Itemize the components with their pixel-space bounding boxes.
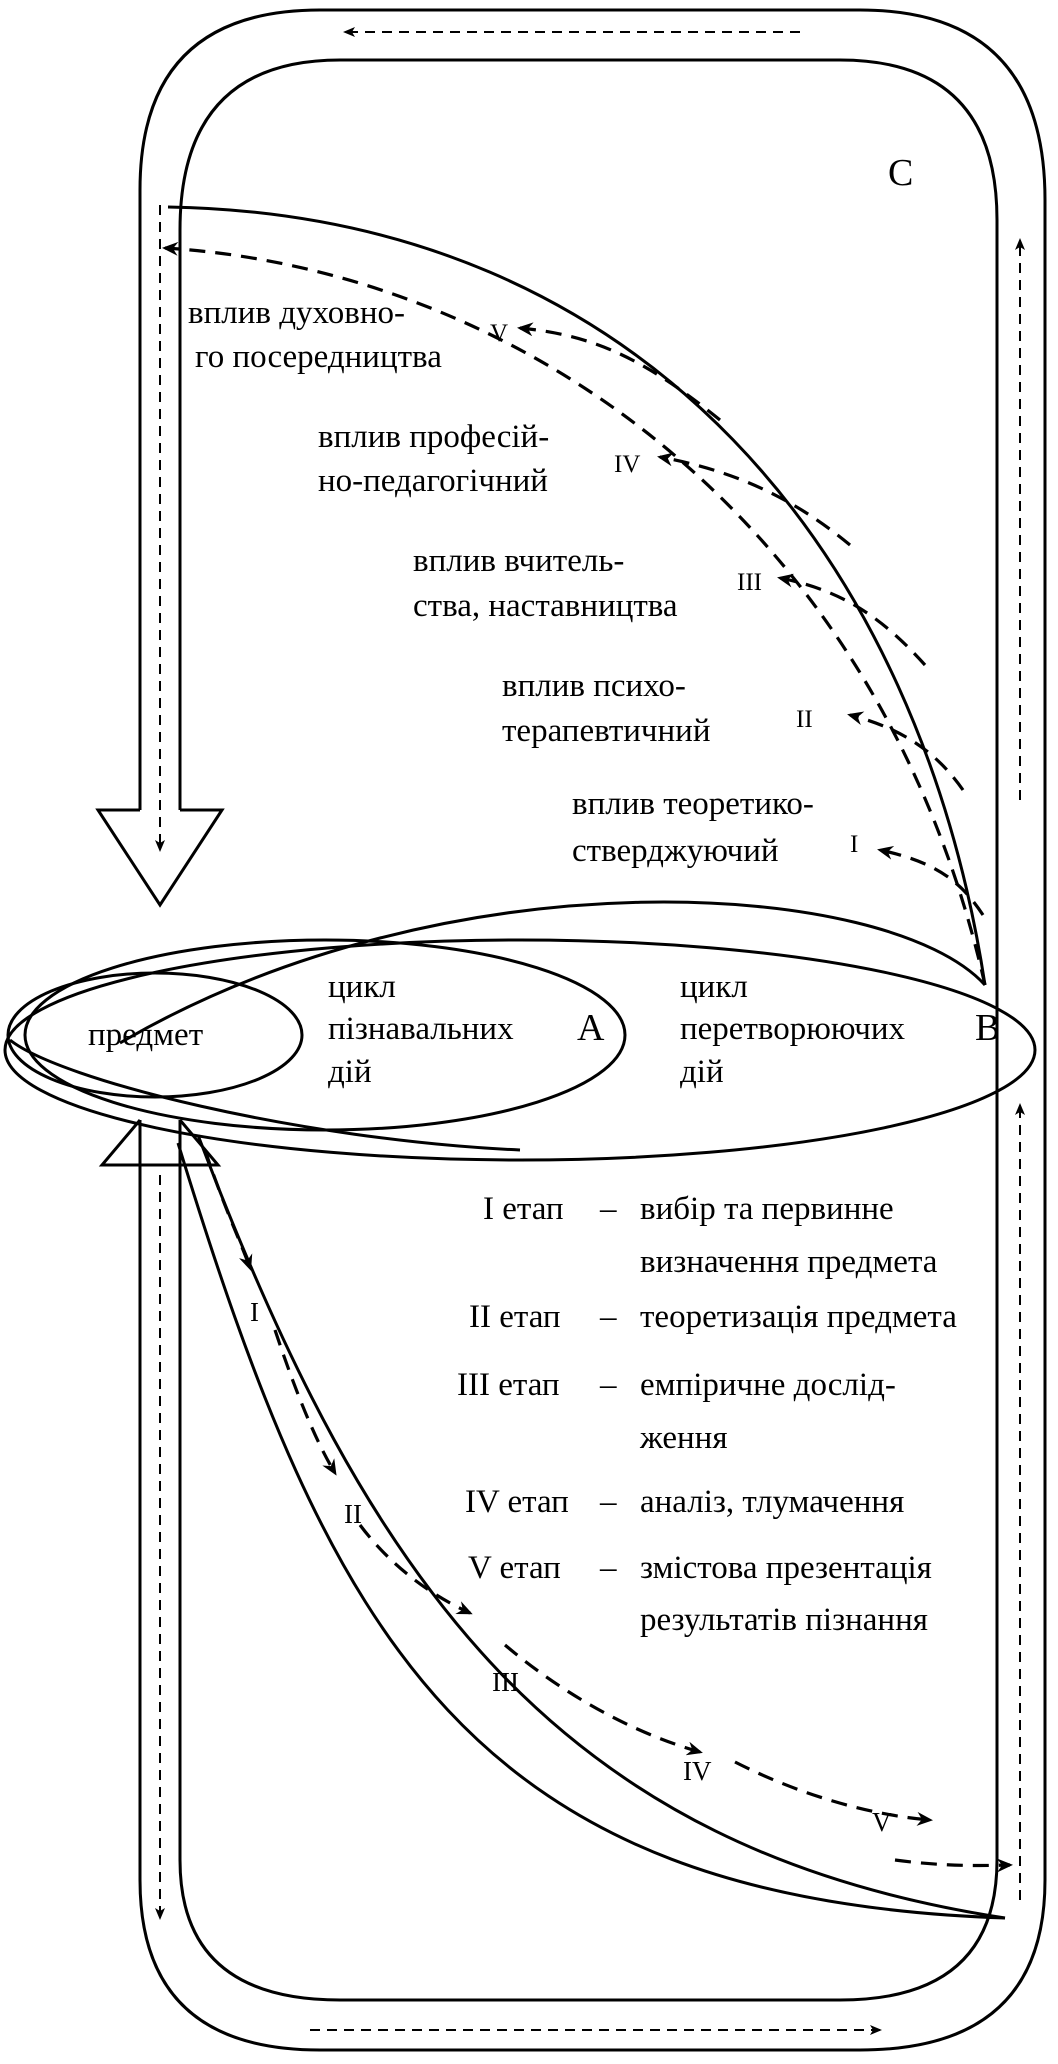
- lower-numeral-iii: III: [492, 1667, 519, 1697]
- influence-iii-numeral: III: [737, 569, 762, 596]
- stage-iii-line-1: емпіричне дослід-: [640, 1367, 896, 1403]
- upper-cone-top: [167, 205, 987, 986]
- stage-ii-name: II етап: [469, 1299, 561, 1335]
- stage-ii-line-1: теоретизація предмета: [640, 1299, 957, 1335]
- cognitive-cycle-line-1: цикл: [328, 969, 396, 1005]
- stage-arrow-ii: [273, 1329, 337, 1476]
- influence-iv-line-1: вплив професій-: [318, 419, 550, 455]
- outer-ellipse-lobe: [9, 1038, 521, 1152]
- lower-numeral-v: V: [872, 1807, 892, 1837]
- influence-iii-line-1: вплив вчитель-: [413, 543, 625, 579]
- influence-i-line-1: вплив теоретико-: [572, 786, 814, 822]
- transform-cycle-line-2: перетворюючих: [680, 1011, 906, 1047]
- influence-arc-v: [517, 322, 722, 422]
- cognitive-cycle-line-3: дій: [328, 1054, 372, 1090]
- lower-numeral-ii: II: [344, 1499, 362, 1529]
- influence-arc-iv: [657, 452, 852, 547]
- stage-iv-line-1: аналіз, тлумачення: [640, 1484, 905, 1520]
- influence-v-numeral: V: [490, 320, 509, 347]
- influence-arc-ii: [847, 711, 965, 791]
- stage-i-line-1: вибір та первинне: [640, 1191, 894, 1227]
- stage-v-line-2: результатів пізнання: [640, 1602, 928, 1638]
- cognitive-cycle-line-2: пізнавальних: [328, 1011, 514, 1047]
- outer-loop-band-inner: [178, 58, 999, 2002]
- influence-arc-iii: [777, 573, 927, 667]
- stage-ii-dash: –: [600, 1299, 617, 1335]
- influence-i-numeral: I: [850, 831, 859, 858]
- lower-numeral-i: I: [250, 1297, 259, 1327]
- stage-i-name: I етап: [483, 1191, 564, 1227]
- stage-iv-name: IV етап: [465, 1484, 569, 1520]
- transform-cycle-line-3: дій: [680, 1054, 724, 1090]
- influence-ii-line-2: терапевтичний: [502, 713, 711, 749]
- influence-v-line-2: го посередництва: [195, 339, 442, 375]
- stage-iii-name: III етап: [457, 1367, 560, 1403]
- outer-ellipse: [3, 938, 1037, 1162]
- stage-v-name: V етап: [468, 1550, 561, 1586]
- influence-i-line-2: стверджуючий: [572, 833, 779, 869]
- stage-iv-dash: –: [600, 1484, 617, 1520]
- stage-iii-line-2: ження: [640, 1420, 728, 1456]
- influence-v-line-1: вплив духовно-: [188, 295, 405, 331]
- stage-arrow-iv: [503, 1643, 703, 1756]
- label-c: C: [888, 152, 914, 194]
- label-b: B: [975, 1007, 1001, 1049]
- stage-v-line-1: змістова презентація: [640, 1550, 932, 1586]
- down-arrow-head: [95, 808, 225, 908]
- stage-arrow-i: [203, 1149, 253, 1271]
- outer-loop-band-outer: [138, 8, 1047, 2052]
- stage-i-dash: –: [600, 1191, 617, 1227]
- influence-arc-i: [877, 845, 985, 916]
- influence-ii-numeral: II: [796, 706, 813, 733]
- influence-iv-numeral: IV: [614, 451, 641, 478]
- influence-ii-line-1: вплив психо-: [502, 668, 686, 704]
- transform-cycle-line-1: цикл: [680, 969, 748, 1005]
- funnel-top: [98, 1119, 222, 1167]
- stage-iii-dash: –: [600, 1367, 617, 1403]
- subject-label: предмет: [88, 1017, 204, 1053]
- stage-i-line-2: визначення предмета: [640, 1244, 938, 1280]
- lower-cone-inner: [176, 1142, 1006, 1920]
- subject-ellipse: [6, 971, 304, 1099]
- influence-arc-base: [162, 241, 987, 986]
- lower-cone-outer: [196, 1134, 1006, 1920]
- influence-iv-line-2: но-педагогічний: [318, 463, 548, 499]
- stage-arrow-v: [734, 1760, 933, 1826]
- upper-cone-bottom: [119, 900, 987, 1045]
- lower-numeral-iv: IV: [683, 1756, 712, 1786]
- stage-arrow-final: [894, 1858, 1013, 1873]
- stage-v-dash: –: [600, 1550, 617, 1586]
- influence-iii-line-2: ства, наставництва: [413, 588, 678, 624]
- label-a: A: [577, 1007, 605, 1049]
